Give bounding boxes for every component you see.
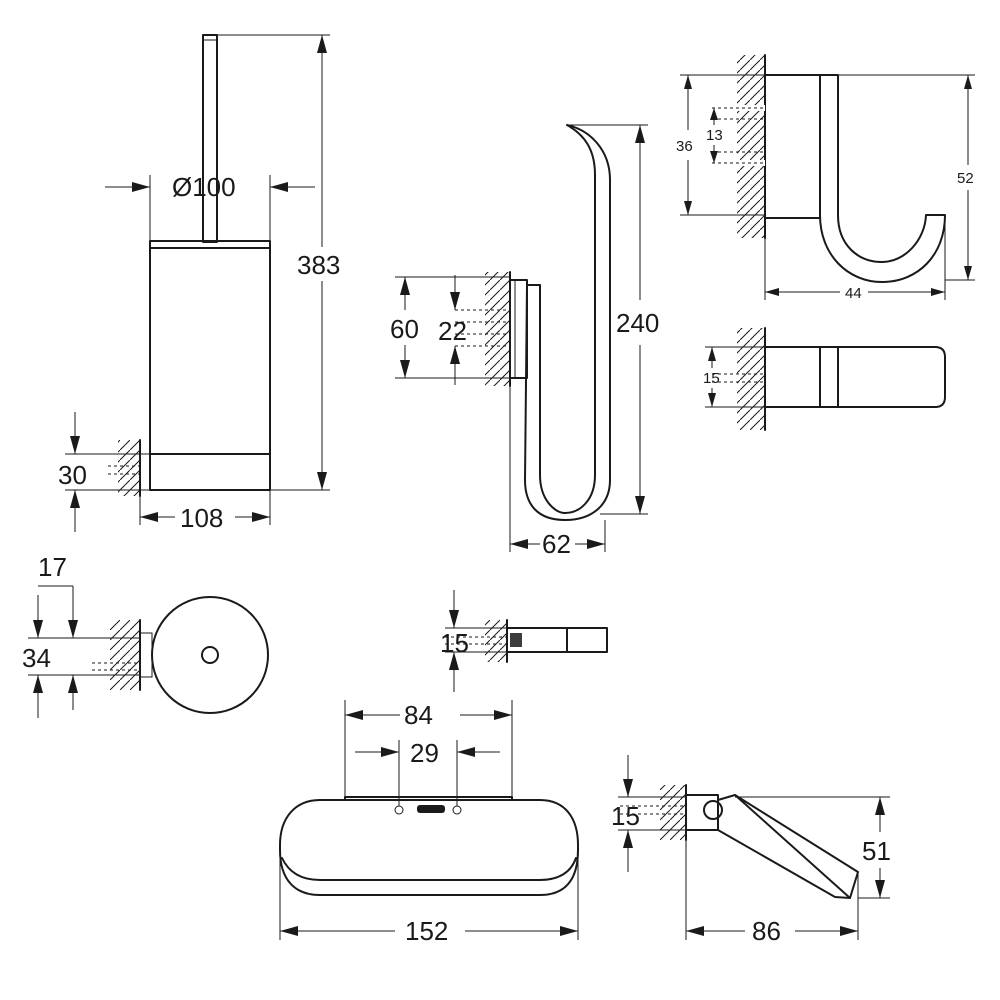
dim-hook-mount: 36 <box>676 138 693 155</box>
hook-side-view: 36 13 52 44 <box>676 54 975 302</box>
wall-hatch <box>455 271 511 387</box>
hook-arm <box>819 74 946 283</box>
wall-hatch <box>108 439 141 497</box>
hook-mount-block <box>764 74 821 219</box>
toilet-brush-side-view: Ø100 383 30 108 <box>58 34 348 533</box>
dim-shelf-side-height: 51 <box>862 836 891 866</box>
brush-handle <box>202 34 218 243</box>
shelf-screw-hole-left <box>394 805 404 815</box>
shelf-front-view: 84 29 152 <box>279 700 579 946</box>
dim-shelf-hole-spacing: 29 <box>410 738 439 768</box>
dim-brush-diameter: Ø100 <box>172 172 236 202</box>
dim-holder-height: 240 <box>616 308 659 338</box>
hook-top-base <box>764 346 821 408</box>
dim-holder-top-thickness: 15 <box>440 628 469 658</box>
paper-holder-top-view: 15 <box>440 590 608 692</box>
dim-brush-height: 383 <box>297 250 340 280</box>
dim-hook-top-thickness: 15 <box>703 370 720 387</box>
brush-body <box>149 247 271 455</box>
paper-holder-side-view: 240 60 22 62 <box>390 124 659 559</box>
dim-brush-top-offset: 17 <box>38 552 67 582</box>
dim-shelf-width: 152 <box>405 916 448 946</box>
wall-hatch <box>712 54 766 239</box>
dim-hook-hole: 13 <box>706 127 723 144</box>
holder-mount-plate <box>509 279 528 379</box>
dim-hook-depth: 44 <box>845 285 862 302</box>
dim-holder-depth: 62 <box>542 529 571 559</box>
brush-handle-hole <box>201 646 219 664</box>
shelf-side-plate <box>717 794 859 899</box>
dim-brush-top-height: 34 <box>22 643 51 673</box>
wall-hatch <box>712 327 766 431</box>
wall-hatch <box>620 784 687 841</box>
brush-top-circle <box>151 596 269 714</box>
shelf-body <box>279 799 579 896</box>
dim-shelf-depth: 86 <box>752 916 781 946</box>
hook-top-arm <box>819 346 839 408</box>
shelf-screw-hole-right <box>452 805 462 815</box>
shelf-side-view: 15 51 86 <box>611 755 891 946</box>
dim-brush-depth: 108 <box>180 503 223 533</box>
toilet-brush-top-view: 17 34 <box>22 552 269 718</box>
wall-hatch <box>92 619 141 691</box>
dim-brush-wall-height: 30 <box>58 460 87 490</box>
dim-hook-height: 52 <box>957 170 974 187</box>
dim-holder-mount: 60 <box>390 314 419 344</box>
dim-shelf-thickness: 15 <box>611 801 640 831</box>
shelf-center-slot <box>417 805 445 813</box>
holder-arm <box>524 124 611 521</box>
hook-top-view: 15 <box>703 327 946 431</box>
dim-holder-hole: 22 <box>438 316 467 346</box>
shelf-side-pivot <box>703 800 723 820</box>
dim-shelf-mount-width: 84 <box>404 700 433 730</box>
brush-base <box>149 453 271 491</box>
